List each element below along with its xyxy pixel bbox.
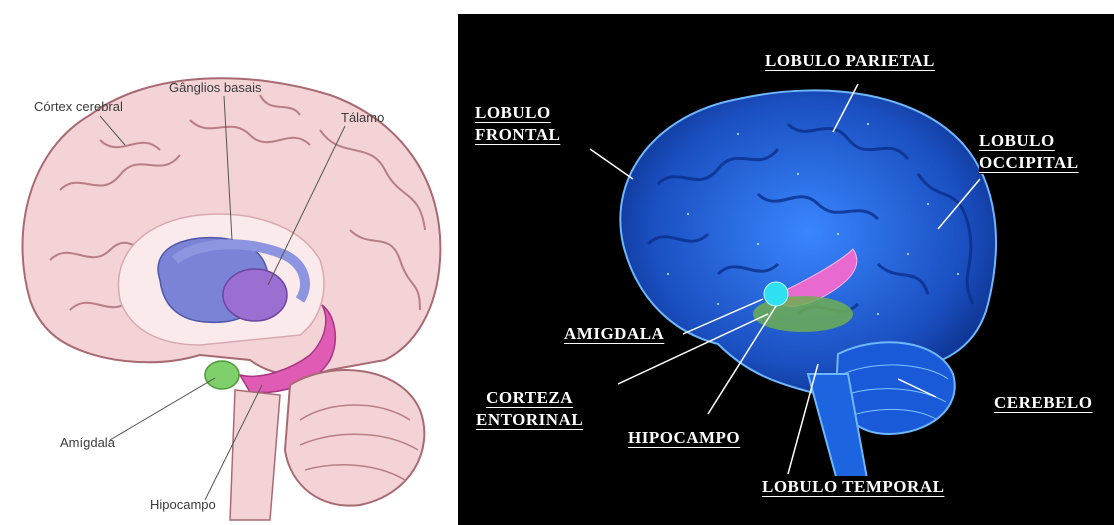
glowing-brain-illustration: [458, 14, 1114, 525]
label-cortex-cerebral: Córtex cerebral: [34, 99, 123, 114]
label-hipocampo: Hipocampo: [150, 497, 216, 512]
label-talamo: Tálamo: [341, 110, 384, 125]
label-lobulo-parietal: LOBULO PARIETAL: [765, 50, 935, 72]
label-corteza-entorinal: CORTEZA ENTORINAL: [476, 387, 583, 431]
right-brain-diagram: LOBULO FRONTAL LOBULO PARIETAL LOBULO OC…: [458, 14, 1114, 525]
amygdala-shape: [764, 282, 788, 306]
brainstem-shape: [230, 390, 280, 520]
label-lobulo-occipital: LOBULO OCCIPITAL: [979, 130, 1079, 174]
amygdala-shape: [205, 361, 239, 389]
label-cerebelo: CEREBELO: [994, 392, 1092, 414]
thalamus-shape: [223, 269, 287, 321]
label-ganglios-basais: Gânglios basais: [169, 80, 262, 95]
cerebellum-shape: [285, 370, 424, 506]
label-hipocampo: HIPOCAMPO: [628, 427, 740, 449]
label-lobulo-frontal: LOBULO FRONTAL: [475, 102, 560, 146]
label-amigdala: Amígdala: [60, 435, 115, 450]
label-amigdala: AMIGDALA: [564, 323, 664, 345]
label-lobulo-temporal: LOBULO TEMPORAL: [762, 476, 944, 498]
left-brain-diagram: Córtex cerebral Gânglios basais Tálamo A…: [0, 0, 455, 525]
